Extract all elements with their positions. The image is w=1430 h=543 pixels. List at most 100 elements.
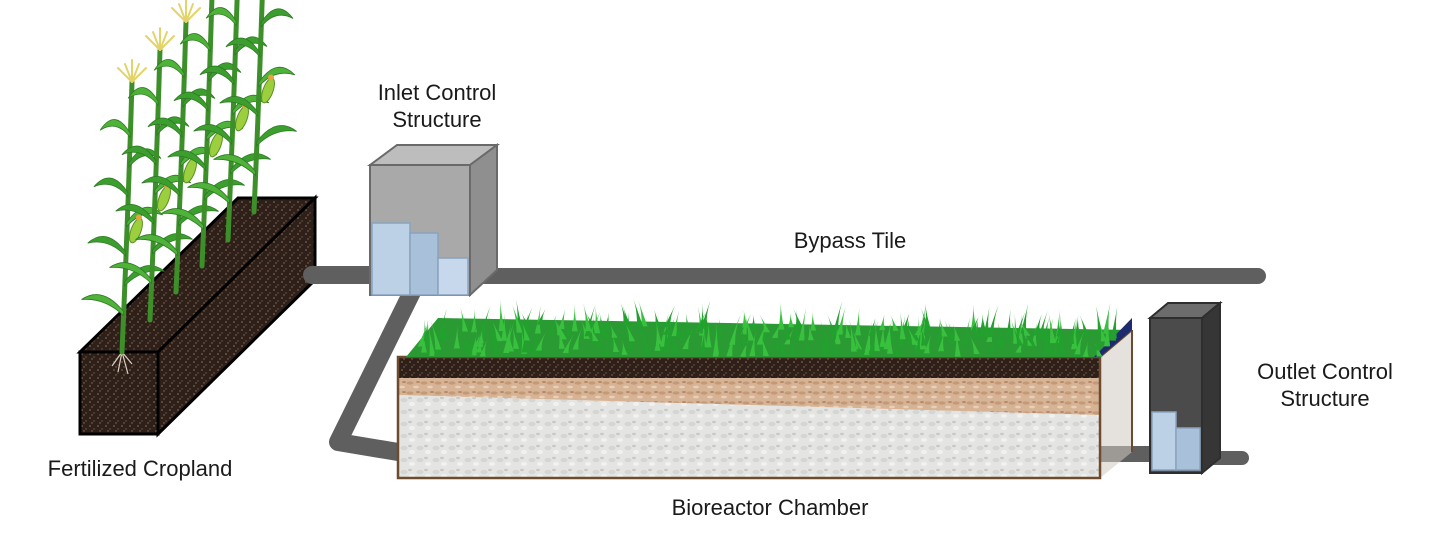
grass-blade xyxy=(978,322,985,338)
grass-blade xyxy=(654,309,662,328)
grass-blade xyxy=(970,316,979,332)
grass-blade xyxy=(471,309,478,333)
grass-blade xyxy=(588,325,599,342)
grass-blade xyxy=(1005,309,1012,338)
grass-blade xyxy=(1079,314,1090,337)
grass-blade xyxy=(417,326,427,347)
grass-blade xyxy=(516,330,527,357)
grass-blade xyxy=(810,311,817,331)
grass-blade xyxy=(868,318,876,336)
grass-blade xyxy=(944,319,955,345)
grass-blade xyxy=(477,328,484,344)
grass-blade xyxy=(785,323,792,340)
grass-blade xyxy=(901,313,910,331)
grass-blade xyxy=(498,298,505,332)
grass-blade xyxy=(1037,310,1048,340)
grass-blade xyxy=(475,338,484,353)
chamber-soil-cap xyxy=(398,357,1100,378)
grass-blade xyxy=(536,308,546,325)
grass-blade xyxy=(1018,319,1031,336)
chamber-side-face xyxy=(1100,330,1132,478)
grass-blade xyxy=(832,301,843,335)
grass-blade xyxy=(622,304,633,332)
inlet-box-side xyxy=(469,143,498,298)
grass-blade xyxy=(802,336,812,352)
grass-blade xyxy=(530,323,541,356)
grass-blade xyxy=(1103,313,1110,347)
grass-blade xyxy=(624,321,636,342)
grass-blade xyxy=(907,315,914,345)
grass-blade xyxy=(914,324,923,354)
grass-blade xyxy=(437,308,447,340)
grass-blade xyxy=(1021,331,1031,346)
grass-blade xyxy=(671,310,680,337)
grass-blade xyxy=(851,328,863,350)
grass-blade xyxy=(471,330,482,353)
grass-blade xyxy=(822,338,832,354)
outlet-control-label: Outlet Control Structure xyxy=(1232,358,1418,412)
grass-blade xyxy=(511,324,520,349)
grass-blade xyxy=(954,327,961,357)
grass-blade xyxy=(1093,335,1102,351)
grass-blade xyxy=(1094,342,1103,357)
grass-blade xyxy=(595,328,606,349)
grass-blade xyxy=(1041,318,1050,340)
grass-blade xyxy=(1033,313,1042,336)
grass-blade xyxy=(466,323,478,356)
grass-blade xyxy=(602,333,610,357)
grass-blade xyxy=(712,341,719,357)
grass-blade xyxy=(778,302,785,330)
grass-blade xyxy=(1048,312,1056,344)
grass-blade xyxy=(663,318,670,352)
fertilized-cropland-label: Fertilized Cropland xyxy=(47,456,233,481)
grass-blade xyxy=(935,317,942,343)
chamber-woodchip-layer xyxy=(398,378,1100,415)
grass-blade xyxy=(1068,318,1076,344)
grass-blade xyxy=(1030,322,1038,347)
grass-blade xyxy=(948,322,957,340)
grass-blade xyxy=(583,303,592,332)
corn-plant xyxy=(213,0,297,215)
grass-blade xyxy=(891,337,902,357)
grass-blade xyxy=(863,340,870,355)
grass-blade xyxy=(827,313,838,338)
grass-blade xyxy=(1102,302,1111,334)
grass-blade xyxy=(503,321,515,351)
grass-blade xyxy=(1058,314,1065,346)
grass-blade xyxy=(598,317,611,336)
grass-blade xyxy=(897,315,906,348)
grass-blade xyxy=(479,306,491,337)
grass-blade xyxy=(620,302,630,326)
grass-blade xyxy=(521,307,533,333)
grass-blade xyxy=(807,323,814,341)
grass-blade xyxy=(441,317,448,341)
pipes xyxy=(303,266,1266,465)
corn-plants xyxy=(81,0,297,355)
grass-blade xyxy=(820,320,831,347)
grass-blade xyxy=(489,330,501,351)
grass-blade xyxy=(845,321,852,338)
grass-blade xyxy=(771,320,783,338)
grass-blade xyxy=(632,297,644,327)
grass-blade xyxy=(912,325,920,341)
grass-blade xyxy=(1042,325,1049,354)
grass-blade xyxy=(729,314,741,345)
grass-blade xyxy=(1017,314,1024,345)
grass-blade xyxy=(453,324,460,349)
grass-blade xyxy=(759,314,771,333)
grass-blade xyxy=(914,316,927,336)
grass-blade xyxy=(621,339,628,355)
grass-blade xyxy=(558,309,566,330)
grass-blade xyxy=(1010,318,1020,344)
inlet-label-line2: Structure xyxy=(392,107,482,132)
grass-blade xyxy=(521,321,531,341)
grass-blade xyxy=(562,333,575,354)
grass-blade xyxy=(994,326,1005,344)
grass-blade xyxy=(987,304,999,338)
chamber-gravel-layer xyxy=(398,395,1100,478)
grass-blade xyxy=(1099,322,1107,342)
grass-blade xyxy=(873,317,880,352)
grass-blade xyxy=(487,312,498,342)
grass-blades xyxy=(417,297,1118,357)
grass-blade xyxy=(987,334,997,353)
